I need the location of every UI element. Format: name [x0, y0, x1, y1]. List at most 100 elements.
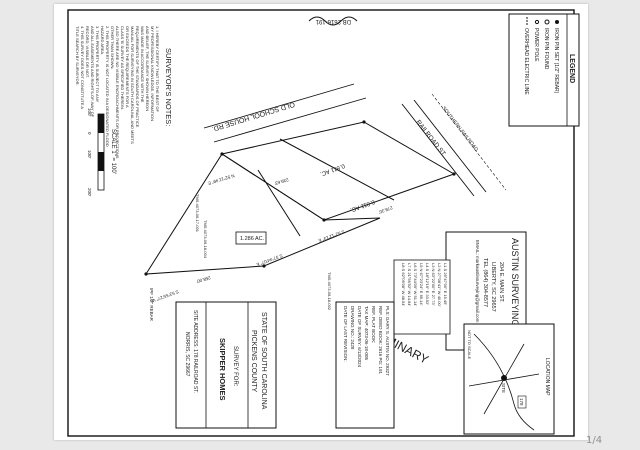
iron-pin-note: IPF 1/2" REBAR	[149, 288, 154, 322]
table-row: L4 S 18°12'19" E 33.52'	[425, 263, 430, 305]
note-line: 3. THIS PROPERTY IS SUBJECT TO ANY	[95, 26, 100, 103]
site-city: NORRIS, SC 29667	[184, 332, 190, 377]
lot-area: 0.811 AC.	[319, 162, 346, 177]
note-line: MY PROFESSIONAL KNOWLEDGE, INFORMATION	[150, 26, 155, 121]
surveyor-notes: SURVEYOR'S NOTES: 1. I HEREBY CERTIFY TH…	[75, 26, 173, 159]
parcel-boundary	[145, 121, 456, 275]
plat-info-block: PLS: GARY S. AUSTIN NO. 29327 REF. DEED …	[335, 301, 395, 429]
client-name: SKIPPER HOMES	[218, 338, 227, 401]
road-label: OLD SCHOOL HOUSE RD.	[211, 100, 296, 132]
db-reference: DB 2616-191	[315, 18, 351, 24]
plat-info-line: PLS: GARY S. AUSTIN NO. 29327	[385, 306, 390, 376]
table-row: L7 S 21°59'52" W 14.64'	[407, 263, 412, 306]
location-map: LOCATION MAP 178 SITE NOT TO SCALE	[463, 323, 555, 435]
table-row: L8 S 62°09'08" W 48.54'	[401, 263, 406, 306]
bearing-labels: N 52°11'49" E S 52°12'13" E S 37°44'07" …	[149, 173, 393, 322]
survey-for-label: SURVEY FOR:	[232, 346, 238, 387]
not-to-scale-note: NOT TO SCALE	[467, 330, 472, 359]
power-pole-icon	[534, 19, 540, 25]
survey-monuments	[144, 120, 456, 276]
scale-tick: 100'	[87, 108, 92, 117]
site-label: SITE	[501, 383, 506, 393]
scale-bar: SCALE 1" = 100' 100' 0 100' 200'	[87, 108, 116, 197]
company-city: LIBERTY, SC 29657	[490, 262, 496, 312]
title-block: STATE OF SOUTH CAROLINA PICKENS COUNTY S…	[175, 301, 277, 429]
railroad-label: SOUTHERN RAILROAD	[440, 106, 479, 153]
iron-pin-found-icon	[544, 19, 550, 25]
plat-info-line: REF. DEED BOOK: 2616 PG: 191	[378, 306, 383, 375]
note-line: OR EXCEEDS THE REQUIREMENTS FOR A	[125, 26, 130, 108]
note-line: MANUAL FOR SURVEYING IN SOUTH CAROLINA, …	[130, 26, 135, 144]
railroad-street: RAILROAD ST. SOUTHERN RAILROAD	[401, 93, 507, 197]
bearing-label: N 52°11'49" E	[207, 173, 235, 186]
note-line: AND BELIEF, THE SURVEY SHOWN HEREON	[145, 26, 150, 111]
tm-parcel: TMS 4073-06-18-004	[203, 220, 208, 259]
survey-plat-page: DB 2616-191 LEGEND IRON PIN SET (1/2" RE…	[54, 4, 588, 440]
bearing-label: S 37°44'07" E	[256, 253, 284, 267]
highway-shield-icon	[517, 395, 527, 409]
scale-label: SCALE 1" = 100'	[110, 129, 116, 174]
scale-tick: 0	[87, 132, 92, 135]
note-line: HAZARD AREA.	[100, 26, 105, 55]
distance-label: 278.35'	[378, 205, 394, 215]
plat-info-line: REF. PLAT BOOK:	[371, 306, 376, 343]
legend-item: IRON PIN SET (1/2" REBAR)	[553, 28, 559, 94]
table-row: L6 S 73°44'09" W 51.14'	[413, 263, 418, 306]
legend-item: IRON PIN FOUND	[543, 28, 549, 70]
site-marker-icon	[501, 375, 507, 381]
iron-pin-icon	[220, 152, 224, 156]
note-line: WAS MADE IN ACCORDANCE WITH THE	[140, 26, 145, 103]
iron-pin-icon	[262, 264, 266, 268]
note-line: RECORD, VISIBLE OR NOT.	[85, 26, 90, 78]
surveyor-notes-lines: 1. I HEREBY CERTIFY THAT TO THE BEST OF …	[75, 26, 160, 159]
location-map-title: LOCATION MAP	[544, 358, 550, 396]
surveyor-notes-title: SURVEYOR'S NOTES:	[164, 48, 173, 126]
iron-pin-icon	[362, 120, 366, 124]
company-name: AUSTIN SURVEYING, LLC	[510, 238, 520, 348]
company-address: 204 E. MAIN ST.	[498, 262, 504, 303]
note-line: ALSO THERE ARE NO VISIBLE ENCROACHMENTS …	[115, 26, 120, 159]
bearing-label: S 52°12'13" E	[318, 229, 346, 243]
iron-pin-icon	[452, 172, 456, 176]
table-row: L1 S 25°47'00" E 15.45'	[443, 263, 448, 305]
area-box	[235, 231, 267, 245]
sheet-border	[67, 9, 575, 437]
note-line: TITLE SEARCH BY SURVEYOR.	[75, 26, 80, 86]
distance-label: 239.63'	[274, 177, 290, 186]
line-table: L1 S 25°47'00" E 15.45' L2 N 27°08'41" W…	[393, 259, 451, 335]
plat-info-line: DRAWING NO.: 2428	[350, 306, 355, 350]
plat-info-line: DATE OF SURVEY: 6/13/2024	[357, 306, 362, 368]
distance-label: 258.00'	[196, 275, 212, 284]
lot-area: 0.811 AC.	[349, 198, 376, 213]
iron-pin-set-icon	[555, 20, 559, 24]
road-label: RAILROAD ST.	[414, 119, 447, 158]
note-line: 4. THIS SURVEY DOES NOT CONSTITUTE A	[80, 26, 85, 109]
company-block: AUSTIN SURVEYING, LLC 204 E. MAIN ST. LI…	[445, 231, 527, 351]
note-line: REQUIREMENTS OF THE STANDARDS OF PRACTIC…	[135, 26, 140, 128]
site-address: SITE ADDRESS: 178 RAILROAD ST.	[192, 310, 198, 393]
legend-box: LEGEND IRON PIN SET (1/2" REBAR) IRON PI…	[508, 13, 580, 127]
legend-item: OVERHEAD ELECTRIC LINE	[523, 28, 529, 95]
scale-tick: 200'	[87, 188, 92, 197]
legend-title: LEGEND	[568, 54, 575, 83]
tm-parcel: TMS 4073-06-17-001	[195, 194, 200, 233]
ornament-flourish: DB 2616-191	[308, 16, 358, 26]
note-line: OTHER THAN SHOWN.	[110, 26, 115, 69]
plat-info-line: TAX MAP: 4073-06-18-005	[364, 306, 369, 360]
lot-area: 1.286 AC.	[240, 236, 265, 242]
old-school-house-road: OLD SCHOOL HOUSE RD.	[203, 83, 367, 143]
note-line: 1. I HEREBY CERTIFY THAT TO THE BEST OF	[155, 26, 160, 113]
tm-parcel: TMS 4073-06-18-002	[327, 272, 332, 311]
company-phone: TEL (864) 304-8577	[482, 258, 488, 307]
scale-tick: 100'	[87, 150, 92, 159]
note-line: CLASS 'B' SURVEY AS SPECIFIED THEREIN.	[120, 26, 125, 110]
page-counter: 1/4	[586, 435, 603, 446]
table-row: L5 N 67°23'24" E 69.14'	[419, 263, 424, 306]
title-county: PICKENS COUNTY	[250, 330, 257, 393]
table-row: L2 N 27°08'41" W 40.00'	[437, 263, 442, 307]
note-line: 2. THIS PROPERTY IS NOT LOCATED IN A DES…	[105, 26, 110, 147]
iron-pin-icon	[322, 218, 326, 222]
company-email: EMAIL: markaustinsurveying@gmail.com	[475, 240, 480, 323]
highway-number: 178	[519, 398, 524, 406]
